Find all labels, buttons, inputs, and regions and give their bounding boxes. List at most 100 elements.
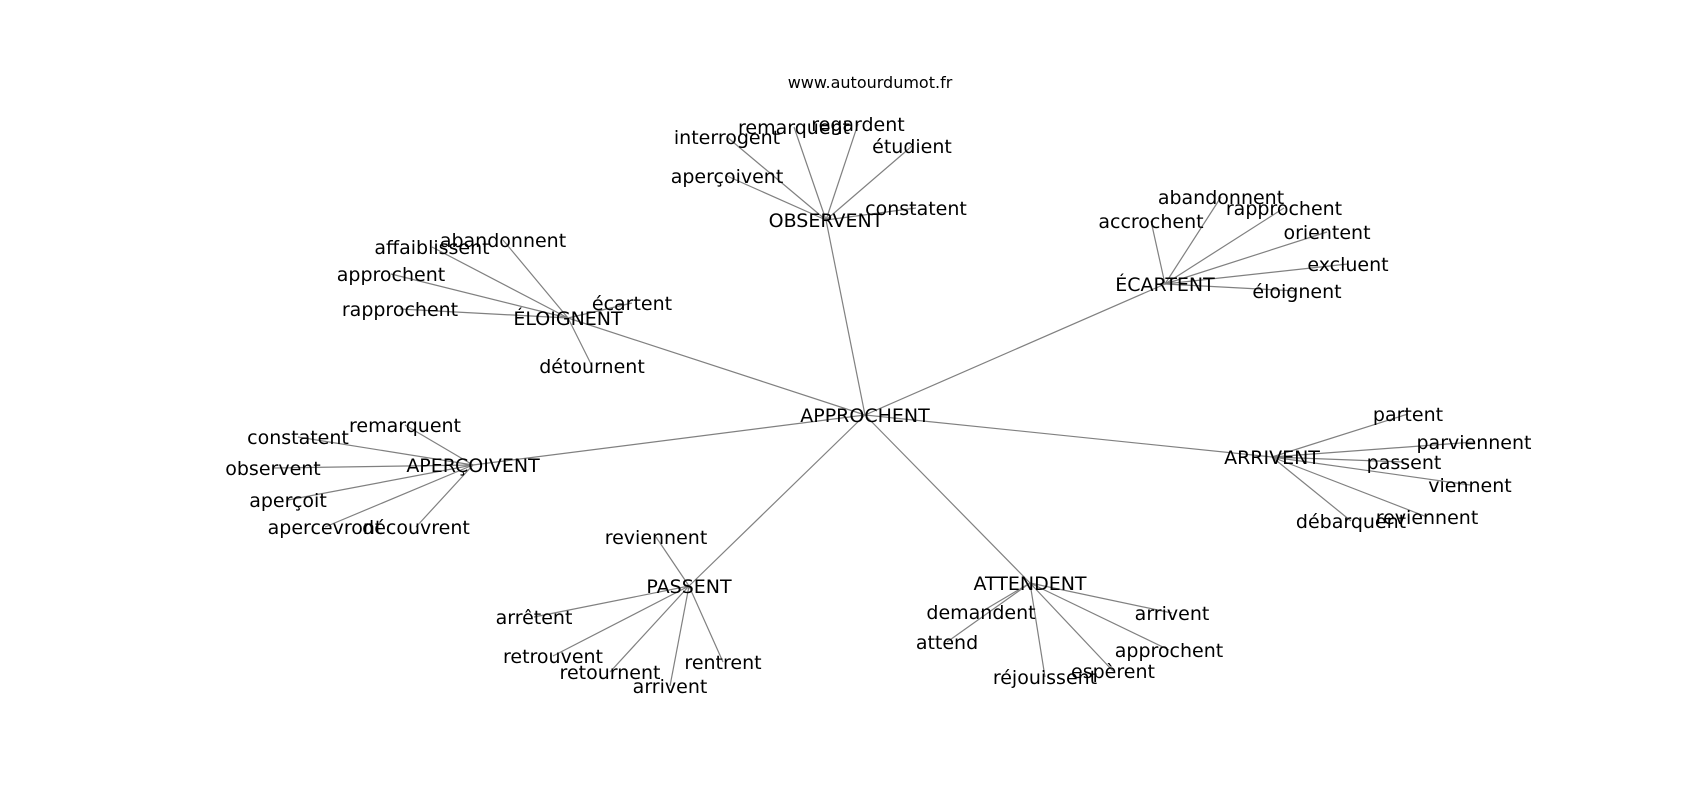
node-leaf-ecartent-excluent[interactable]: excluent — [1307, 254, 1388, 276]
node-leaf-attendent-demandent[interactable]: demandent — [926, 602, 1035, 624]
edge-apercoivent-remarquent — [404, 424, 474, 466]
node-leaf-attendent-esperent[interactable]: espèrent — [1071, 661, 1155, 683]
node-leaf-ecartent-accrochent[interactable]: accrochent — [1098, 211, 1203, 233]
edge-arrivent-passent — [1271, 456, 1405, 463]
edge-apercoivent-observent — [272, 464, 474, 469]
node-leaf-arrivent-passent[interactable]: passent — [1367, 452, 1442, 474]
edge-observent-remarquent — [793, 126, 827, 221]
edge-observent-etudient — [825, 145, 913, 221]
edge-center-observent — [825, 219, 866, 416]
edge-ecartent-orientent — [1164, 231, 1328, 285]
edge-observent-interrogent — [726, 136, 827, 221]
edge-arrivent-reviennent — [1271, 456, 1428, 518]
edge-arrivent-debarquent — [1271, 456, 1352, 522]
edge-eloignent-abandonnent — [502, 239, 569, 319]
node-leaf-attendent-arrivent[interactable]: arrivent — [1135, 603, 1210, 625]
node-leaf-eloignent-abandonnent[interactable]: abandonnent — [440, 230, 566, 252]
edge-eloignent-approchent — [390, 273, 569, 319]
node-leaf-attendent-attend[interactable]: attend — [916, 632, 978, 654]
edge-center-passent — [688, 414, 866, 587]
node-leaf-arrivent-reviennent[interactable]: reviennent — [1376, 507, 1479, 529]
node-leaf-ecartent-eloignent[interactable]: éloignent — [1252, 281, 1341, 303]
edge-attendent-approchent — [1029, 582, 1170, 651]
node-leaf-apercoivent-apercevront[interactable]: apercevront — [268, 517, 383, 539]
node-leaf-apercoivent-remarquent[interactable]: remarquent — [349, 415, 461, 437]
node-leaf-passent-reviennent[interactable]: reviennent — [605, 527, 708, 549]
node-hub-attendent[interactable]: ATTENDENT — [973, 573, 1086, 595]
node-leaf-passent-rentrent[interactable]: rentrent — [684, 652, 761, 674]
node-hub-ecartent[interactable]: ÉCARTENT — [1115, 273, 1215, 296]
edge-eloignent-affaiblissent — [431, 246, 569, 319]
node-leaf-apercoivent-observent[interactable]: observent — [225, 458, 321, 480]
node-leaf-attendent-approchent[interactable]: approchent — [1115, 640, 1223, 662]
node-hub-apercoivent[interactable]: APERÇOIVENT — [406, 455, 540, 477]
node-leaf-passent-arrivent[interactable]: arrivent — [633, 676, 708, 698]
edge-attendent-demandent — [980, 582, 1031, 613]
edge-observent-regardent — [825, 123, 859, 221]
edge-observent-constatent — [825, 207, 917, 221]
node-leaf-eloignent-affaiblissent[interactable]: affaiblissent — [374, 237, 489, 259]
node-hub-passent[interactable]: PASSENT — [646, 576, 732, 598]
site-url: www.autourdumot.fr — [788, 73, 953, 92]
edge-center-attendent — [864, 414, 1031, 584]
node-leaf-eloignent-approchent[interactable]: approchent — [337, 264, 445, 286]
edge-passent-retournent — [609, 585, 690, 673]
edge-attendent-esperent — [1029, 582, 1114, 672]
edges — [272, 123, 1475, 687]
edge-center-eloignent — [567, 317, 866, 416]
edge-apercoivent-apercevront — [324, 464, 474, 528]
node-leaf-observent-interrogent[interactable]: interrogent — [674, 127, 780, 149]
edge-passent-retrouvent — [552, 585, 690, 657]
node-leaf-eloignent-detournent[interactable]: détournent — [539, 356, 645, 378]
edge-attendent-attend — [946, 582, 1031, 643]
edge-center-ecartent — [864, 283, 1166, 416]
node-leaf-eloignent-rapprochent[interactable]: rapprochent — [342, 299, 458, 321]
node-leaf-apercoivent-apercoit[interactable]: aperçoit — [249, 490, 327, 512]
node-leaf-arrivent-debarquent[interactable]: débarquent — [1296, 511, 1406, 533]
edge-passent-arretent — [533, 585, 690, 618]
node-leaf-ecartent-orientent[interactable]: orientent — [1283, 222, 1370, 244]
edge-apercoivent-constatent — [297, 436, 474, 466]
node-leaf-eloignent-ecartent[interactable]: écartent — [592, 293, 672, 315]
edge-attendent-rejouissent — [1029, 582, 1046, 678]
node-leaf-arrivent-parviennent[interactable]: parviennent — [1417, 432, 1532, 454]
node-leaf-arrivent-partent[interactable]: partent — [1373, 404, 1443, 426]
node-leaf-observent-regardent[interactable]: regardent — [811, 114, 905, 136]
node-leaf-observent-etudient[interactable]: étudient — [872, 136, 952, 158]
node-leaf-ecartent-rapprochent[interactable]: rapprochent — [1226, 198, 1342, 220]
edge-center-arrivent — [864, 414, 1273, 458]
edge-eloignent-rapprochent — [399, 308, 569, 319]
edge-ecartent-accrochent — [1150, 220, 1166, 285]
edge-center-apercoivent — [472, 414, 866, 466]
edge-ecartent-rapprochent — [1164, 207, 1285, 285]
node-leaf-passent-retournent[interactable]: retournent — [560, 662, 661, 684]
node-center-approchent[interactable]: APPROCHENT — [800, 405, 930, 427]
edge-apercoivent-decouvrent — [415, 464, 474, 528]
node-leaf-observent-apercoivent[interactable]: aperçoivent — [671, 166, 784, 188]
node-leaf-observent-remarquent[interactable]: remarquent — [738, 117, 850, 139]
node-leaf-apercoivent-constatent[interactable]: constatent — [247, 427, 349, 449]
edge-arrivent-viennent — [1271, 456, 1471, 486]
edge-arrivent-partent — [1271, 413, 1409, 458]
node-leaf-ecartent-abandonnent[interactable]: abandonnent — [1158, 187, 1284, 209]
edge-observent-apercoivent — [726, 175, 827, 221]
node-leaf-arrivent-viennent[interactable]: viennent — [1428, 475, 1511, 497]
node-leaf-passent-retrouvent[interactable]: retrouvent — [503, 646, 603, 668]
edge-ecartent-abandonnent — [1164, 196, 1222, 285]
edge-apercoivent-apercoit — [287, 464, 474, 501]
node-leaf-apercoivent-decouvrent[interactable]: découvrent — [362, 517, 470, 539]
node-hub-observent[interactable]: OBSERVENT — [769, 210, 884, 232]
node-leaf-attendent-rejouissent[interactable]: réjouissent — [993, 667, 1097, 689]
node-hub-eloignent[interactable]: ÉLOIGNENT — [513, 307, 623, 330]
edge-attendent-arrivent — [1029, 582, 1173, 614]
node-leaf-passent-arretent[interactable]: arrêtent — [496, 607, 573, 629]
edge-passent-rentrent — [688, 585, 724, 663]
edge-ecartent-eloignent — [1164, 283, 1298, 292]
node-leaf-observent-constatent[interactable]: constatent — [865, 198, 967, 220]
edge-eloignent-detournent — [567, 317, 593, 367]
edge-ecartent-excluent — [1164, 263, 1349, 285]
edge-arrivent-parviennent — [1271, 441, 1475, 458]
node-hub-arrivent[interactable]: ARRIVENT — [1224, 447, 1320, 469]
edge-passent-arrivent — [669, 585, 690, 687]
